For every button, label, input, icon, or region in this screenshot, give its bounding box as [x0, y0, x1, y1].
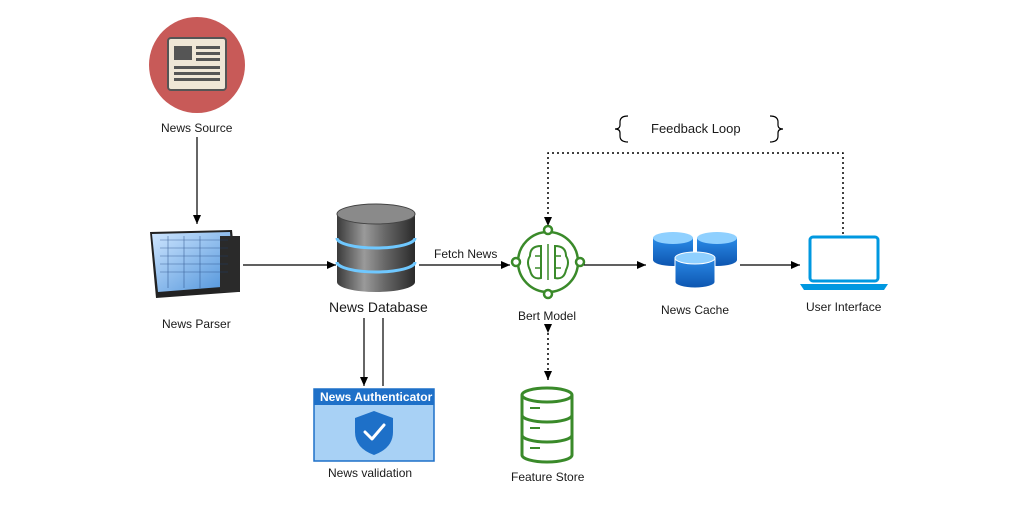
news-database-icon — [335, 203, 417, 292]
user-interface-icon — [800, 235, 888, 290]
right-brace — [769, 115, 784, 143]
left-brace — [614, 115, 629, 143]
bert-model-label: Bert Model — [518, 309, 577, 323]
feature-store-icon — [520, 386, 574, 464]
news-database-label: News Database — [329, 299, 428, 315]
news-source-label: News Source — [161, 121, 233, 135]
feedback-loop-label: Feedback Loop — [651, 121, 741, 136]
news-parser-label: News Parser — [162, 317, 231, 331]
news-cache-icon — [653, 232, 737, 289]
news-cache-label: News Cache — [661, 303, 730, 317]
news-validation-label: News validation — [328, 466, 413, 480]
user-interface-label: User Interface — [806, 300, 882, 314]
authenticator-header-label: News Authenticator — [320, 390, 433, 404]
feature-store-label: Feature Store — [511, 470, 585, 484]
news-parser-icon — [150, 230, 240, 298]
dotted-feedback-loop — [544, 152, 844, 234]
news-source-icon — [149, 17, 245, 113]
fetch-news-label: Fetch News — [434, 247, 498, 261]
bert-model-icon — [510, 224, 586, 300]
news-authenticator-icon — [313, 388, 435, 462]
